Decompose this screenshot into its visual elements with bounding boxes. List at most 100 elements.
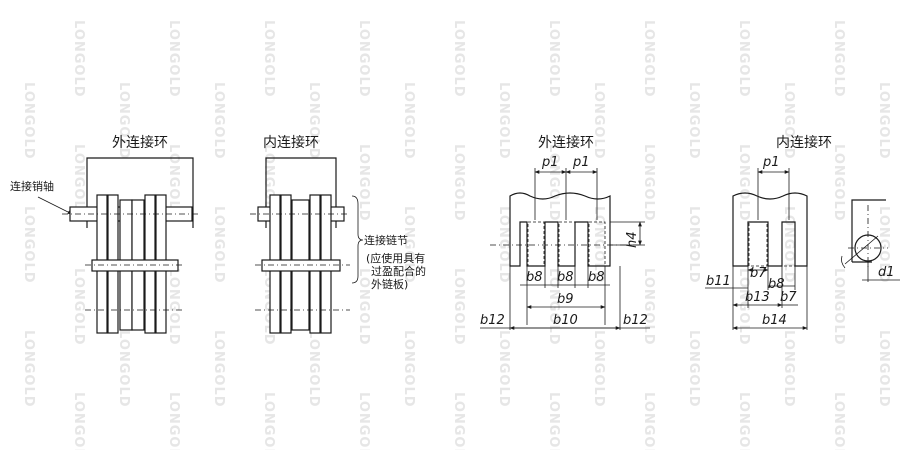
watermark-text: LONGOLD [21, 330, 36, 408]
watermark-text: LONGOLD [591, 330, 606, 408]
watermark-text: LONGOLD [831, 20, 846, 98]
dim-p1-c: p1 [762, 155, 780, 170]
watermark-text: LONGOLD [306, 82, 321, 160]
label-connecting-link: 连接链节 [364, 233, 408, 247]
brace-connecting-link [351, 195, 364, 284]
label-note-line3: 外链板) [371, 277, 408, 291]
pin-radius-mark [841, 255, 846, 269]
watermark-text: LONGOLD [496, 82, 511, 160]
watermark-text: LONGOLD [686, 330, 701, 408]
dim-b8-d: b8 [768, 277, 785, 292]
watermark-text: LONGOLD [401, 82, 416, 160]
watermark-text: LONGOLD [71, 268, 86, 346]
watermark-text: LONGOLD [116, 330, 131, 408]
watermark-text: LONGOLD [546, 144, 561, 222]
dim-b13: b13 [745, 290, 770, 305]
watermark-text: LONGOLD [166, 20, 181, 98]
watermark-text: LONGOLD [496, 330, 511, 408]
slot-4 [748, 221, 768, 267]
watermark-text: LONGOLD [591, 82, 606, 160]
watermark-text: LONGOLD [546, 20, 561, 98]
outline-bracket-2 [265, 157, 337, 228]
watermark-text: LONGOLD [116, 82, 131, 160]
slot-2 [558, 221, 576, 267]
watermark-text: LONGOLD [211, 82, 226, 160]
watermark-text: LONGOLD [211, 330, 226, 408]
watermark-text: LONGOLD [781, 206, 796, 284]
watermark-layer: LONGOLD LONGOLD LONGOLD LONGOLD LONGOLD LONGO… [21, 20, 891, 450]
watermark-text: LONGOLD [71, 20, 86, 98]
watermark-text: LONGOLD [356, 20, 371, 98]
watermark-text: LONGOLD [641, 144, 656, 222]
dim-p1-a: p1 [541, 155, 559, 170]
figure-inner-link-dims: 内连接环 p1 b7 b8 b11 b13 b7 b14 [705, 134, 832, 330]
dim-b11: b11 [706, 274, 731, 289]
dim-h4: h4 [625, 231, 640, 248]
watermark-text: LONGOLD [401, 206, 416, 284]
watermark-text: LONGOLD [781, 330, 796, 408]
watermark-text: LONGOLD [876, 82, 891, 160]
label-connecting-pin: 连接销轴 [10, 179, 54, 193]
lower-pin-shape-2 [261, 259, 341, 272]
dim-b8-c: b8 [588, 270, 605, 285]
watermark-text: LONGOLD [166, 268, 181, 346]
figure-inner-link-side: 内连接环 连接链节 (应使用具有 过盈配合的 外链板) [250, 134, 426, 334]
watermark-text: LONGOLD [686, 206, 701, 284]
dim-b9: b9 [557, 292, 574, 307]
dim-p1-b: p1 [572, 155, 590, 170]
figure-pin-detail: d1 [841, 199, 900, 282]
watermark-text: LONGOLD [451, 20, 466, 98]
slot-5 [781, 221, 796, 267]
watermark-text: LONGOLD [356, 144, 371, 222]
watermark-text: LONGOLD [546, 392, 561, 450]
watermark-text: LONGOLD [641, 392, 656, 450]
watermark-text: LONGOLD [736, 144, 751, 222]
watermark-text: LONGOLD [831, 268, 846, 346]
dim-d1: d1 [878, 265, 895, 280]
title-inner-link-1: 内连接环 [263, 134, 319, 151]
dim-b12-right: b12 [623, 313, 648, 328]
title-inner-link-2: 内连接环 [776, 134, 832, 151]
lower-pin-shape [91, 259, 179, 272]
watermark-text: LONGOLD [641, 268, 656, 346]
watermark-text: LONGOLD [641, 20, 656, 98]
watermark-text: LONGOLD [356, 268, 371, 346]
dim-b10: b10 [553, 313, 578, 328]
watermark-text: LONGOLD [686, 82, 701, 160]
dim-b14: b14 [762, 313, 787, 328]
outer-comb-body [509, 192, 611, 267]
pin-diameter-leader [844, 235, 879, 265]
watermark-text: LONGOLD [876, 330, 891, 408]
figure-outer-link-dims: 外连接环 p1 p1 h4 b8 b8 b8 [480, 134, 650, 330]
watermark-text: LONGOLD [166, 144, 181, 222]
watermark-text: LONGOLD [401, 330, 416, 408]
watermark-text: LONGOLD [736, 268, 751, 346]
dim-b7-b: b7 [780, 290, 797, 305]
watermark-text: LONGOLD [356, 392, 371, 450]
watermark-text: LONGOLD [71, 392, 86, 450]
slot-3 [588, 221, 606, 267]
watermark-text: LONGOLD [71, 144, 86, 222]
pin-plate-outline [851, 199, 886, 262]
watermark-text: LONGOLD [876, 206, 891, 284]
watermark-text: LONGOLD [451, 144, 466, 222]
watermark-text: LONGOLD [736, 392, 751, 450]
title-outer-link-1: 外连接环 [112, 134, 168, 151]
dim-b12-left: b12 [480, 313, 505, 328]
slot-1 [527, 221, 545, 267]
watermark-text: LONGOLD [261, 20, 276, 98]
outline-bracket [86, 157, 194, 228]
watermark-text: LONGOLD [781, 82, 796, 160]
watermark-text: LONGOLD [211, 206, 226, 284]
watermark-text: LONGOLD [306, 330, 321, 408]
watermark-text: LONGOLD [21, 206, 36, 284]
watermark-text: LONGOLD [451, 392, 466, 450]
title-outer-link-2: 外连接环 [538, 134, 594, 151]
figure-outer-link-side: 外连接环 连接销轴 [10, 134, 200, 334]
label-note-line1: (应使用具有 [366, 251, 425, 265]
label-note-line2: 过盈配合的 [371, 264, 426, 278]
dim-b8-b: b8 [557, 270, 574, 285]
watermark-text: LONGOLD [831, 392, 846, 450]
